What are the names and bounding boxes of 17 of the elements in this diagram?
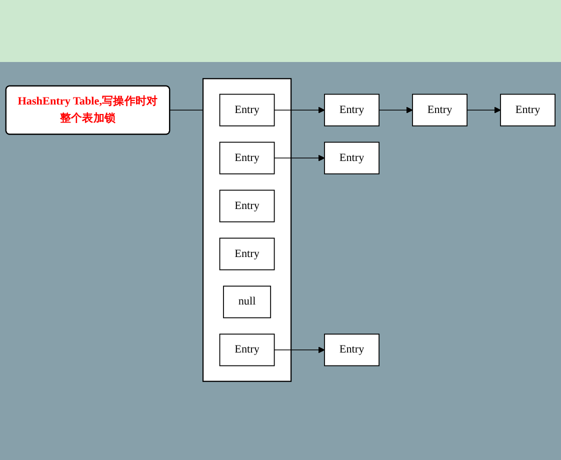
node-box: Entry [219,238,275,270]
arrow [274,346,325,354]
arrow [466,106,501,114]
node-box: Entry [324,334,380,366]
node-box: Entry [219,94,275,126]
node-box: Entry [324,94,380,126]
arrow [274,154,325,162]
node-box: Entry [219,190,275,222]
node-box: Entry [219,142,275,174]
node-box: null [223,286,272,318]
cluster [202,78,292,382]
node-box: Entry [412,94,468,126]
node-box: Entry [500,94,556,126]
node-box: Entry [219,334,275,366]
arrow [378,106,413,114]
node-box: Entry [324,142,380,174]
arrow [274,106,325,114]
